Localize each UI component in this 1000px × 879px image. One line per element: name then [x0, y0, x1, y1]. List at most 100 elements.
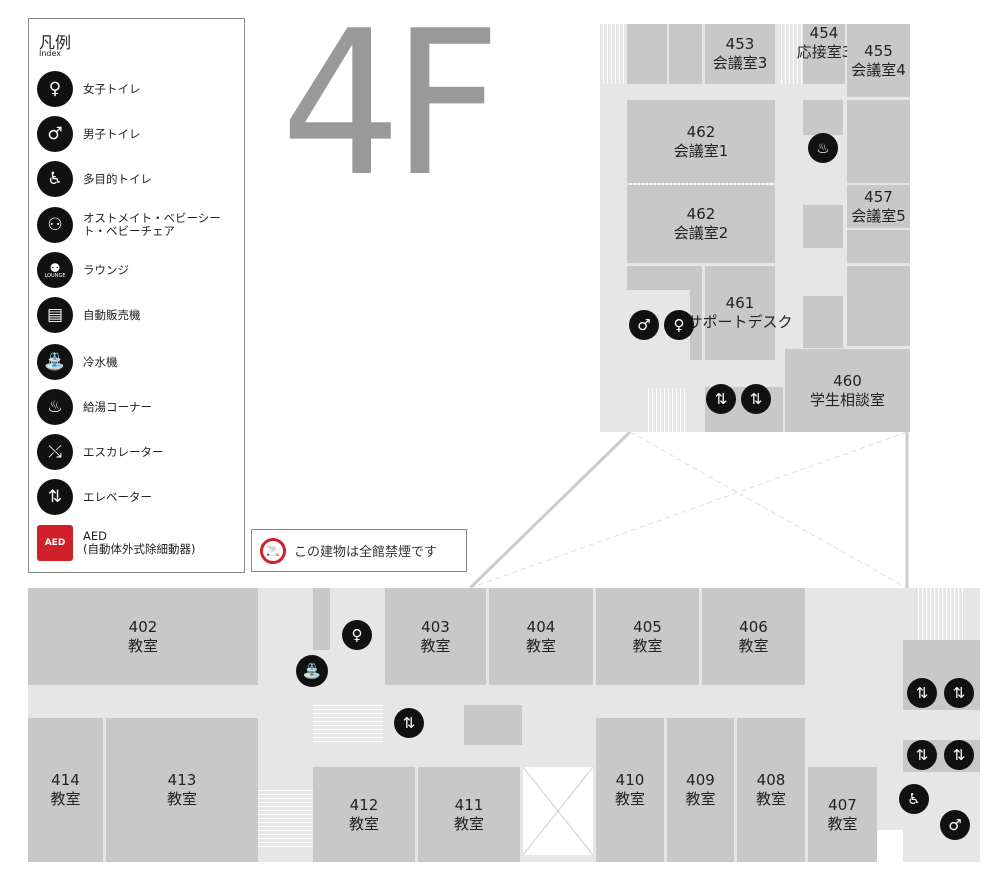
room-name: 応接室3 [796, 43, 852, 61]
room-number: 414 [51, 771, 80, 789]
room-number: 407 [828, 795, 857, 814]
room-name: 会議室1 [673, 141, 729, 160]
legend-title: 凡例 [39, 33, 72, 52]
ostomate-baby-icon: ⚇ [37, 207, 73, 243]
room [669, 24, 702, 84]
female-toilet-icon: ♀ [664, 310, 694, 340]
room-name: 教室 [127, 636, 158, 655]
male-toilet-icon: ♂ [37, 116, 73, 152]
room-name: 学生相談室 [809, 390, 885, 409]
elevator-icon[interactable]: ⇅ [944, 678, 974, 708]
legend: 凡例 Index ♀女子トイレ ♂男子トイレ ♿多目的トイレ ⚇オストメイト・ベ… [28, 18, 245, 573]
female-toilet-icon: ♀ [37, 71, 73, 107]
room-name: 教室 [738, 636, 769, 655]
elevator-icon[interactable]: ⇅ [907, 678, 937, 708]
room-number: 408 [756, 771, 786, 789]
accessible-toilet-icon: ♿ [899, 784, 929, 814]
legend-label: 給湯コーナー [83, 399, 152, 414]
room-number: 455 [864, 41, 893, 60]
legend-item: ▤ 自動販売機 [37, 297, 141, 333]
stairs [258, 790, 313, 850]
legend-label: 多目的トイレ [83, 171, 152, 186]
water-cooler-icon: ⛲ [37, 344, 73, 380]
room-name: 教室 [453, 814, 484, 833]
floor-label: 4F [280, 0, 502, 221]
elevator-icon: ⇅ [37, 479, 73, 515]
room-name: 会議室5 [851, 206, 906, 225]
legend-label: 冷水機 [83, 354, 118, 369]
lounge-icon: ⚉LOUNGE [37, 252, 73, 288]
room-name: 会議室2 [673, 224, 729, 242]
elevator-icon[interactable]: ⇅ [944, 740, 974, 770]
legend-item: ♨給湯コーナー [37, 389, 152, 425]
legend-item: ⤯エスカレーター [37, 434, 164, 470]
no-smoking-icon: 🚬 [260, 537, 286, 564]
room [803, 205, 843, 248]
atrium-void [523, 767, 593, 855]
room-name: 教室 [166, 790, 197, 808]
elevator-icon[interactable]: ⇅ [907, 740, 937, 770]
no-smoking-text: この建物は全館禁煙です [294, 545, 438, 560]
no-smoking-notice: 🚬 この建物は全館禁煙です [251, 529, 467, 572]
vending-machine-icon: ▤ [37, 297, 73, 333]
elevator-icon[interactable]: ⇅ [394, 708, 424, 738]
room-name: 教室 [348, 814, 379, 833]
room-number: 461 [725, 294, 755, 312]
room-name: 教室 [420, 636, 451, 655]
stairs [778, 24, 802, 84]
legend-item: ⇅ エレベーター [37, 479, 152, 515]
legend-subtitle: Index [39, 49, 62, 58]
stairs [645, 388, 685, 432]
room-name: 会議室3 [712, 54, 768, 72]
room-name: 教室 [685, 790, 716, 808]
room-number: 454 [809, 24, 839, 42]
elevator-icon[interactable]: ⇅ [706, 384, 736, 414]
elevator-icon[interactable]: ⇅ [741, 384, 771, 414]
room-number: 406 [739, 617, 768, 636]
room-name: サポートデスク [687, 313, 793, 331]
partition [630, 183, 772, 185]
legend-label: 自動販売機 [83, 307, 141, 322]
room [847, 100, 910, 183]
stairs [600, 24, 627, 84]
entrance [877, 830, 903, 862]
room-number: 410 [615, 771, 645, 789]
legend-item: ♂ 男子トイレ [37, 116, 141, 152]
legend-label: エレベーター [83, 489, 152, 504]
room-name: 教室 [755, 790, 786, 808]
room-name: 教室 [50, 790, 81, 808]
room-number: 411 [454, 795, 484, 814]
aed-icon: AED [37, 525, 73, 561]
hot-water-icon: ♨ [808, 133, 838, 163]
room-number: 402 [128, 617, 158, 636]
room-number: 457 [864, 187, 893, 206]
room-number: 462 [686, 122, 716, 141]
lounge-badge: LOUNGE [44, 272, 66, 279]
room-number: 403 [421, 617, 450, 636]
room-name: 会議室4 [851, 60, 906, 79]
legend-item: ♀女子トイレ [37, 71, 141, 107]
legend-label: 男子トイレ [83, 126, 141, 141]
